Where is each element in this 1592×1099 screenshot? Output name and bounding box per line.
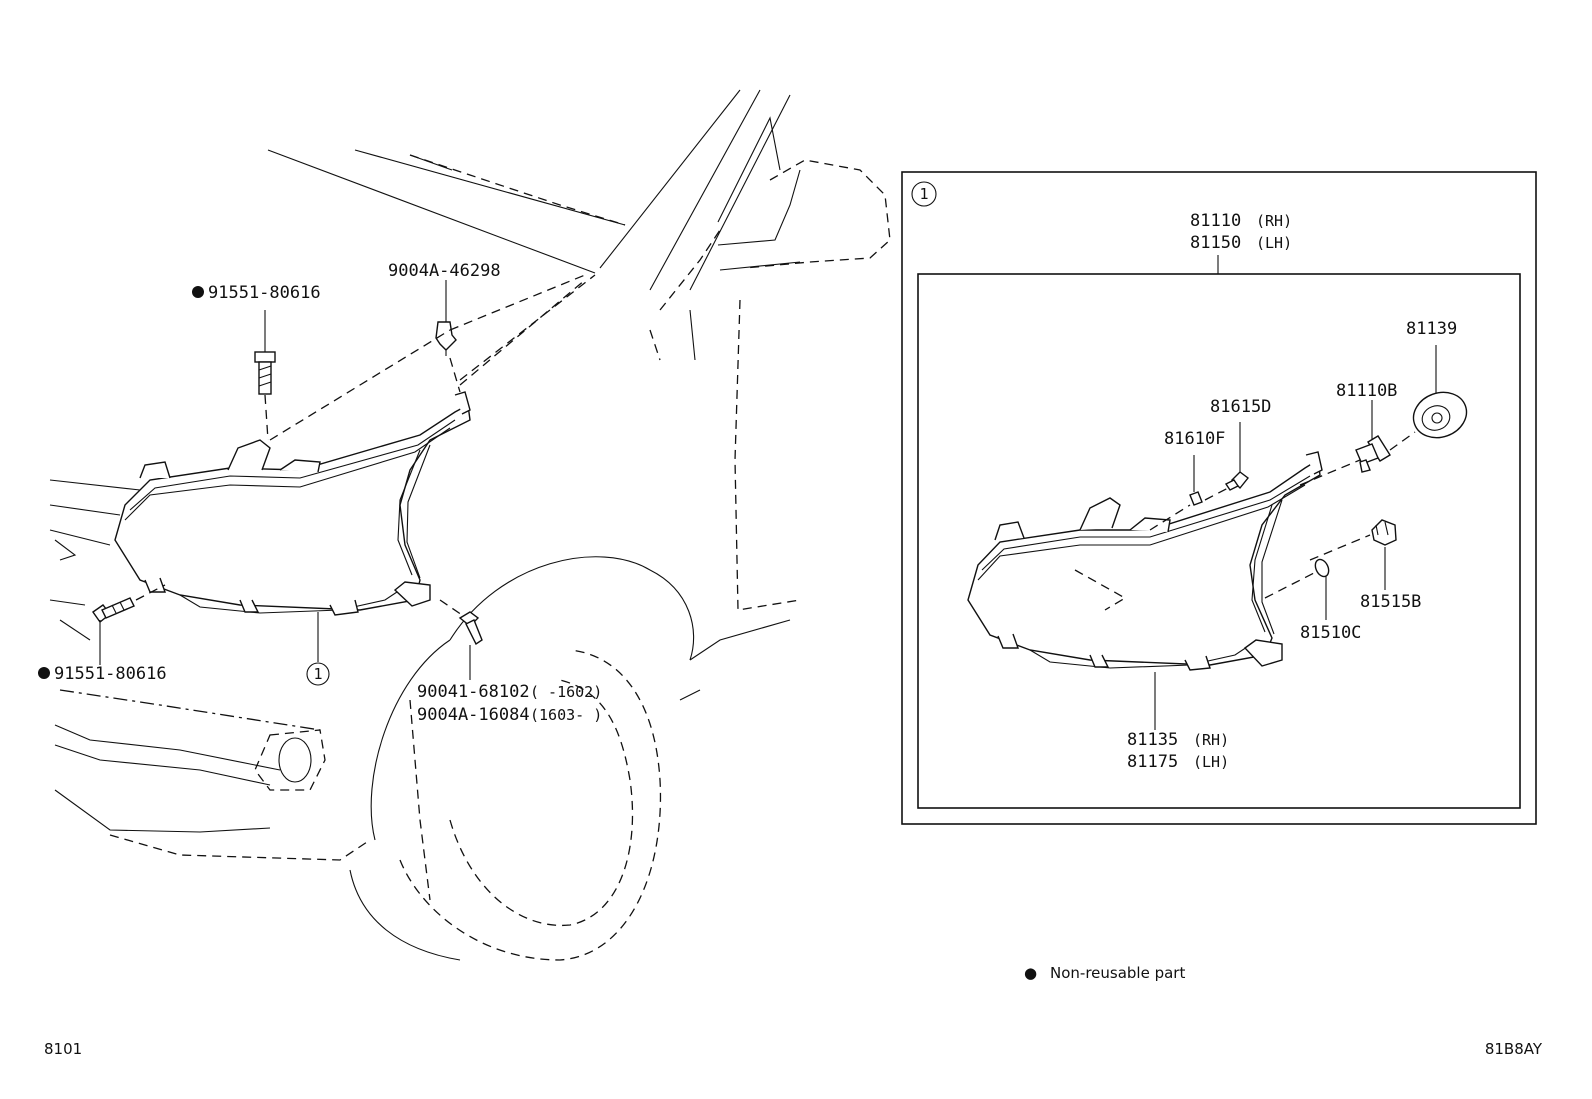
label-housing-rh-side: (RH) (1193, 731, 1229, 749)
label-81615d: 81615D (1210, 397, 1271, 417)
label-housing-lh: 81175 (1127, 752, 1178, 772)
label-81510c: 81510C (1300, 623, 1361, 643)
headlamp-left (114, 391, 471, 616)
headlamp-detail (967, 451, 1323, 671)
part-81610f-socket (1149, 455, 1203, 531)
callout-assembly-left: 1 (306, 612, 330, 686)
label-81139: 81139 (1406, 319, 1457, 339)
fastener-bolt-lower (92, 584, 166, 665)
footer-right-code: 81B8AY (1485, 1040, 1543, 1058)
non-reusable-mark-upper (192, 286, 204, 298)
footer-left-code: 8101 (44, 1040, 82, 1058)
label-bolt-lower: 91551-80616 (54, 664, 167, 684)
callout-number: 1 (313, 665, 322, 683)
part-81515b-socket (1309, 519, 1397, 590)
legend-text: Non-reusable part (1050, 964, 1185, 982)
part-81510c-bulb (1264, 558, 1330, 620)
label-screw-a: 90041-68102 (417, 682, 530, 702)
label-81610f: 81610F (1164, 429, 1225, 449)
fastener-screw (439, 599, 483, 680)
label-unit-rh: 81110 (1190, 211, 1241, 231)
label-housing-lh-side: (LH) (1193, 753, 1229, 771)
vehicle-outline (49, 89, 891, 961)
label-unit-lh: 81150 (1190, 233, 1241, 253)
label-bolt-upper: 91551-80616 (208, 283, 321, 303)
part-81615d-bulb (1204, 422, 1249, 501)
label-81110b: 81110B (1336, 381, 1397, 401)
label-screw-a-range: ( -1602) (530, 683, 602, 701)
label-81515b: 81515B (1360, 592, 1421, 612)
legend: ● Non-reusable part (1024, 964, 1185, 982)
part-81110b-bulb (1299, 400, 1416, 486)
label-clip-top: 9004A-46298 (388, 261, 501, 281)
detail-box: 1 (901, 171, 1537, 825)
label-unit-rh-side: (RH) (1256, 212, 1292, 230)
label-screw-b-range: (1603- ) (530, 706, 602, 724)
detail-callout-number: 1 (919, 185, 928, 203)
non-reusable-mark-lower (38, 667, 50, 679)
label-unit-lh-side: (LH) (1256, 234, 1292, 252)
legend-symbol: ● (1024, 964, 1037, 982)
fastener-bolt-upper (254, 310, 276, 441)
label-screw-b: 9004A-16084 (417, 705, 530, 725)
part-81139-cap (1412, 345, 1468, 439)
label-housing-rh: 81135 (1127, 730, 1178, 750)
